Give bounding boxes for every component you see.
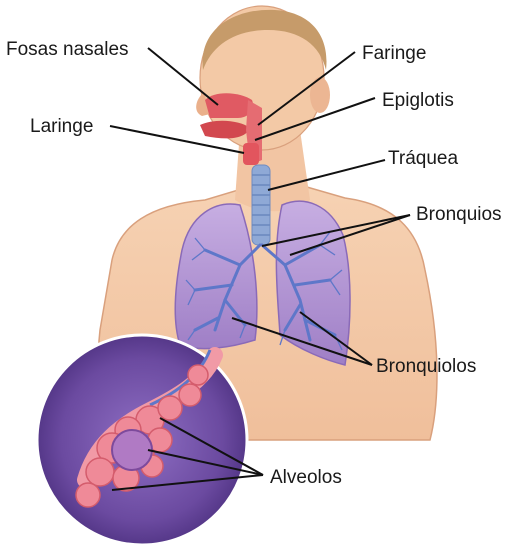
label-epiglotis: Epiglotis: [382, 91, 454, 110]
label-bronquios: Bronquios: [416, 205, 502, 224]
alveolus-cutaway: [112, 430, 152, 470]
nasal-cavity: [205, 93, 253, 118]
label-alveolos: Alveolos: [270, 468, 342, 487]
label-fosas-nasales: Fosas nasales: [6, 40, 129, 59]
label-faringe: Faringe: [362, 44, 426, 63]
label-traquea: Tráquea: [388, 149, 458, 168]
label-laringe: Laringe: [30, 117, 93, 136]
larynx: [243, 143, 259, 165]
label-bronquiolos: Bronquiolos: [376, 357, 476, 376]
